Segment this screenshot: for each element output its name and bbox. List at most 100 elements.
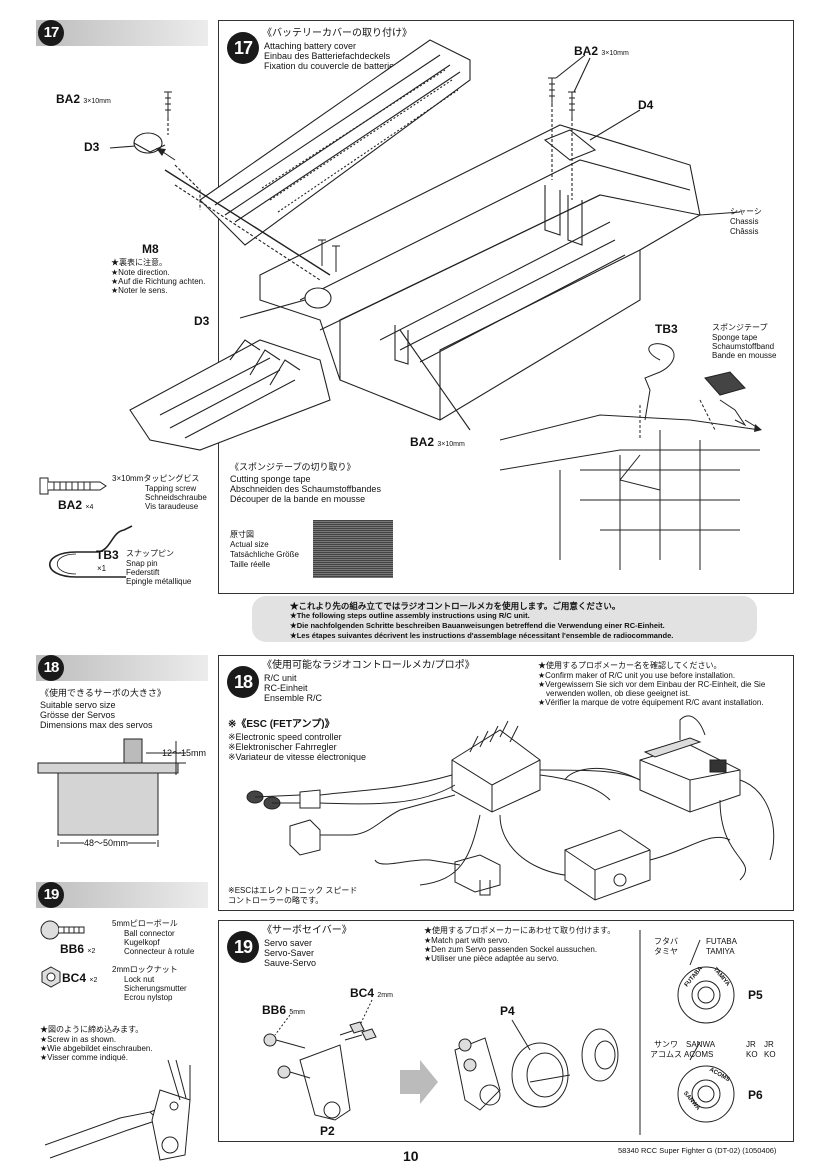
step19-panel-badge: 19 [227, 931, 259, 963]
bb6-part-en: Ball connector [124, 929, 175, 938]
step19-p2-label: P2 [320, 1124, 335, 1138]
step17-note-fr: ★Noter le sens. [111, 286, 168, 295]
sanwa-en-1: SANWA [686, 1040, 716, 1049]
screw-note-fr: ★Visser comme indiqué. [40, 1053, 128, 1062]
step18-header-bar [36, 655, 208, 681]
screw-note-en: ★Screw in as shown. [40, 1035, 117, 1044]
tb3-part-en: Snap pin [126, 559, 158, 568]
step19-match-jp: ★使用するプロポメーカーにあわせて取り付けます。 [424, 926, 616, 935]
esc-title-jp: ※《ESC (FETアンプ)》 [228, 719, 335, 730]
step19-title-fr: Sauve-Servo [264, 958, 317, 968]
bb6-part-name: BB6 ×2 [60, 942, 96, 956]
step17-note-jp: ★裏表に注意。 [111, 258, 167, 267]
bc4-part-de: Sicherungsmutter [124, 984, 187, 993]
tb3-part-qty: ×1 [97, 564, 107, 573]
ba2-tapping-screw-icon [39, 477, 107, 495]
step17-panel-badge: 17 [227, 32, 259, 64]
step17-number-badge: 17 [38, 20, 64, 46]
tb3-part-jp: スナップピン [126, 549, 174, 558]
ba2-part-jp: 3×10mmタッピングビス [112, 474, 200, 483]
step17-d4-label: D4 [638, 98, 654, 112]
step19-bb6-label: BB6 5mm [262, 1003, 305, 1017]
sanwa-en-2: ACOMS [684, 1050, 714, 1059]
futaba-en-1: FUTABA [706, 937, 737, 946]
servo-size-jp: 《使用できるサーボの大きさ》 [40, 688, 166, 698]
esc-note-1: ※ESCはエレクトロニック スピード [228, 886, 358, 895]
step17-title-fr: Fixation du couvercle de batterie [264, 61, 395, 71]
page-number: 10 [403, 1148, 419, 1164]
sponge-actual-size-swatch [313, 520, 393, 578]
sanwa-jp-2: アコムス [650, 1050, 682, 1059]
step17-title-de: Einbau des Batteriefachdeckels [264, 51, 391, 61]
ba2-part-name: BA2 ×4 [58, 498, 94, 512]
step19-match-de: ★Den zum Servo passenden Sockel aussuche… [424, 945, 598, 954]
rc-unit-notice: ★これより先の組み立てではラジオコントロールメカを使用します。ご用意ください。 … [252, 596, 757, 642]
futaba-jp-1: フタバ [654, 937, 678, 946]
bc4-part-jp: 2mmロックナット [112, 965, 178, 974]
esc-note-2: コントローラーの略です。 [228, 896, 324, 905]
step19-title-en: Servo saver [264, 938, 313, 948]
step19-p4-label: P4 [500, 1004, 515, 1018]
step18-title-de: RC-Einheit [264, 683, 308, 693]
esc-title-de: ※Elektronischer Fahrregler [228, 742, 337, 752]
p6-label: P6 [748, 1088, 763, 1102]
futaba-en-2: TAMIYA [706, 947, 735, 956]
chassis-label-en: Chassis [730, 217, 759, 226]
tb3-part-name: TB3 [96, 548, 119, 562]
bb6-part-jp: 5mmピローボール [112, 919, 178, 928]
step18-panel-badge: 18 [227, 666, 259, 698]
step17-note-en: ★Note direction. [111, 268, 170, 277]
step18-number-badge: 18 [38, 655, 64, 681]
step19-number-badge: 19 [38, 882, 64, 908]
step18-confirm-de1: ★Vergewissern Sie sich vor dem Einbau de… [538, 680, 766, 689]
notice-en: ★The following steps outline assembly in… [290, 611, 530, 620]
chassis-label-jp: シャーシ [730, 207, 762, 216]
esc-title-fr: ※Variateur de vitesse électronique [228, 752, 366, 762]
step17-header-bar [36, 20, 208, 46]
cut-sponge-title-jp: 《スポンジテープの切り取り》 [230, 462, 356, 472]
step19-match-fr: ★Utiliser une pièce adaptée au servo. [424, 954, 559, 963]
rc-unit-illustration [246, 715, 775, 901]
step17-ba2-label-topright: BA2 3×10mm [574, 44, 629, 58]
tb3-label: TB3 [655, 322, 678, 336]
bc4-lock-nut-icon [41, 966, 61, 988]
step17-m8-label: M8 [142, 242, 159, 256]
step19-bc4-label: BC4 2mm [350, 986, 393, 1000]
chassis-label-fr: Châssis [730, 227, 759, 236]
notice-de: ★Die nachfolgenden Schritte beschreiben … [290, 621, 665, 630]
tb3-part-fr: Epingle métallique [126, 577, 192, 586]
notice-jp: ★これより先の組み立てではラジオコントロールメカを使用します。ご用意ください。 [290, 601, 621, 611]
jr-label-2: JR [764, 1040, 774, 1049]
bc4-part-name: BC4 ×2 [62, 971, 98, 985]
cut-sponge-title-fr: Découper de la bande en mousse [230, 494, 366, 504]
tb3-snap-pin-icon [48, 525, 133, 578]
step18-title-en: R/C unit [264, 673, 297, 683]
servo-height-dimension: 12～15mm [162, 748, 207, 758]
servo-size-de: Grösse der Servos [40, 710, 116, 720]
step19-match-en: ★Match part with servo. [424, 936, 510, 945]
sponge-label-de: Schaumstoffband [712, 342, 775, 351]
bb6-ball-connector-icon [40, 920, 85, 940]
ko-label-1: KO [746, 1050, 758, 1059]
notice-fr: ★Les étapes suivantes décrivent les inst… [290, 631, 674, 640]
cut-sponge-title-de: Abschneiden des Schaumstoffbandes [230, 484, 381, 494]
step18-confirm-en: ★Confirm maker of R/C unit you use befor… [538, 671, 736, 680]
actual-size-en: Actual size [230, 540, 269, 549]
document-code: 58340 RCC Super Fighter G (DT-02) (10504… [618, 1146, 777, 1155]
esc-title-en: ※Electronic speed controller [228, 732, 342, 742]
step17-ba2-label-bottom: BA2 3×10mm [410, 435, 465, 449]
step17-title-jp: 《バッテリーカバーの取り付け》 [262, 28, 412, 39]
jr-label-1: JR [746, 1040, 756, 1049]
ko-label-2: KO [764, 1050, 776, 1059]
tb3-part-de: Federstift [126, 568, 160, 577]
step17-title-en: Attaching battery cover [264, 41, 357, 51]
futaba-jp-2: タミヤ [654, 947, 678, 956]
bb6-part-fr: Connecteur à rotule [124, 947, 195, 956]
cut-sponge-title-en: Cutting sponge tape [230, 474, 311, 484]
step17-d3-label-bottom: D3 [194, 314, 210, 328]
sanwa-jp-1: サンワ [654, 1040, 678, 1049]
sponge-label-jp: スポンジテープ [712, 323, 768, 332]
step18-confirm-fr: ★Vérifier la marque de votre équipement … [538, 698, 764, 707]
servo-width-dimension: 48～50mm [84, 838, 129, 849]
actual-size-fr: Taille réelle [230, 560, 271, 569]
